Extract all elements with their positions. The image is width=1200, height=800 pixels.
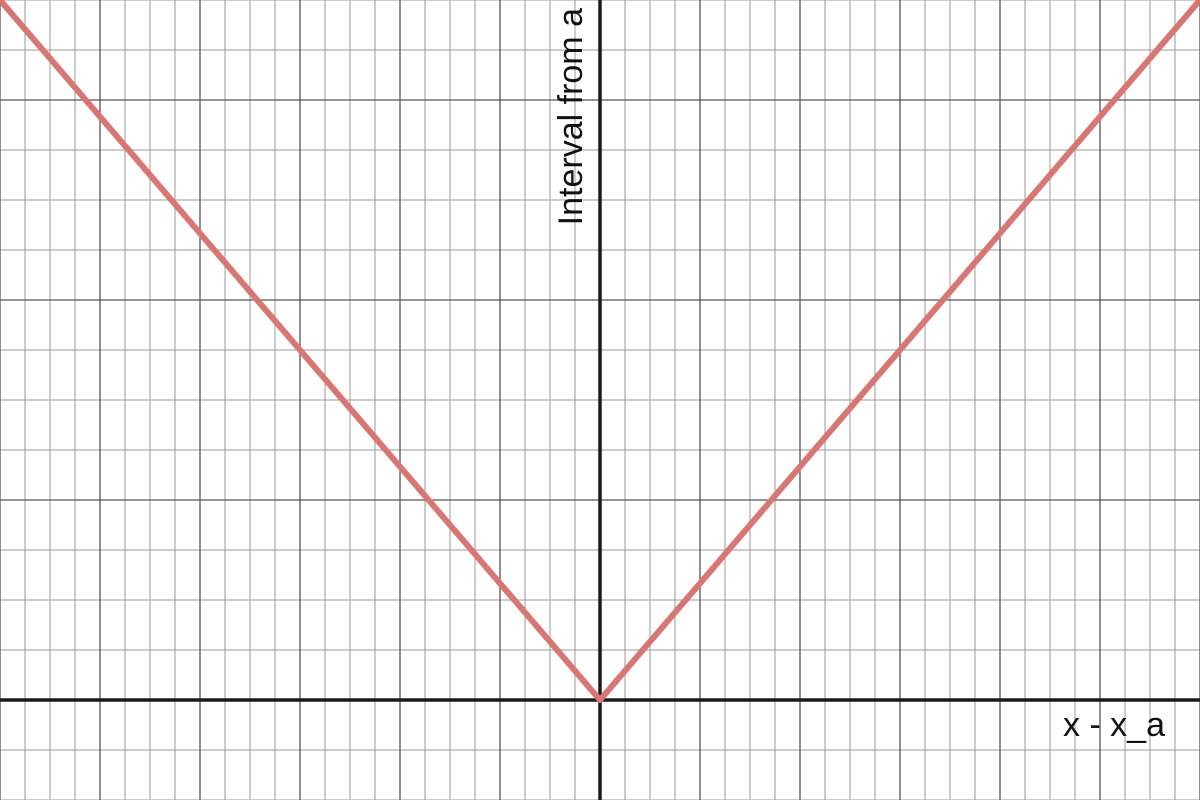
series-layer [0,0,1200,703]
series-line [0,0,1200,703]
y-axis-label: Interval from a [552,8,590,225]
x-axis-label: x - x_a [1063,706,1165,744]
